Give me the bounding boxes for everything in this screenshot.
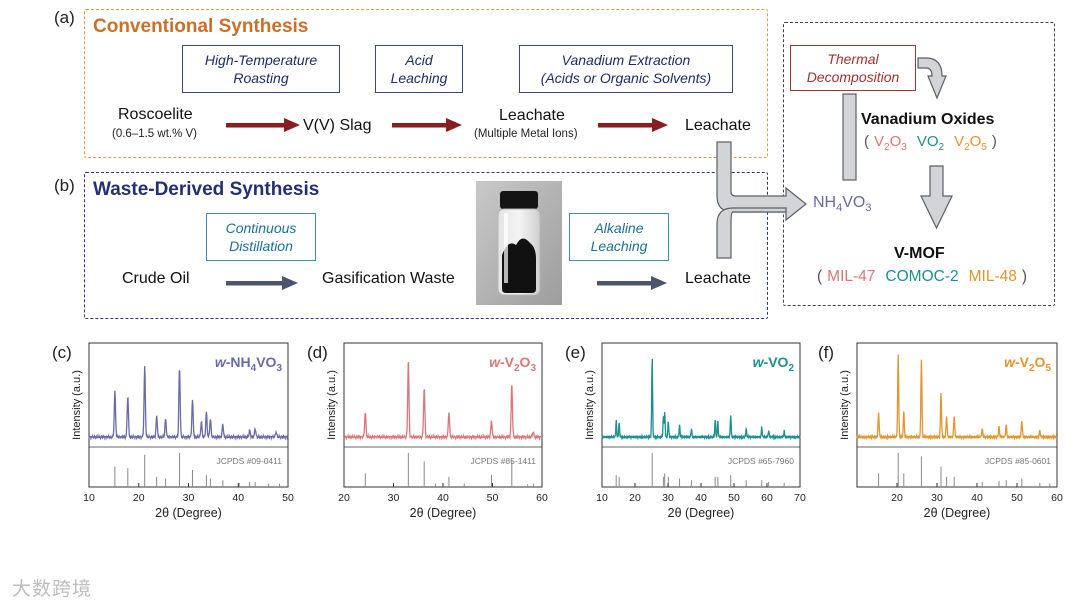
reference-label: JCPDS #09-0411 bbox=[216, 456, 282, 466]
waste-title: Waste-Derived Synthesis bbox=[93, 179, 320, 200]
node-nh4vo3: NH4VO3 bbox=[813, 194, 872, 215]
x-tick-label: 20 bbox=[133, 492, 145, 504]
panel-label-f: (f) bbox=[818, 343, 835, 362]
x-tick-label: 40 bbox=[232, 492, 244, 504]
flow-arrows bbox=[226, 57, 953, 290]
step-alkaline-leaching: Alkaline Leaching bbox=[569, 213, 669, 261]
node-roscoelite: Roscoelite bbox=[118, 106, 193, 123]
x-tick-label: 70 bbox=[794, 492, 806, 504]
oxide-2: V2O5 bbox=[954, 133, 987, 153]
reference-label: JCPDS #85-1411 bbox=[470, 456, 536, 466]
x-tick-label: 40 bbox=[695, 492, 707, 504]
chart-title: w-V2O5 bbox=[1004, 354, 1051, 374]
y-axis-label: Intensity (a.u.) bbox=[839, 370, 851, 440]
chart-title: w-NH4VO3 bbox=[215, 354, 283, 374]
y-axis-label: Intensity (a.u.) bbox=[584, 370, 596, 440]
mof-1: COMOC-2 bbox=[885, 268, 959, 285]
node-leachate-1: Leachate bbox=[499, 107, 565, 124]
node-crude-oil: Crude Oil bbox=[122, 270, 190, 287]
chart-title: w-VO2 bbox=[753, 354, 795, 374]
x-tick-label: 20 bbox=[629, 492, 641, 504]
xrd-pattern-line bbox=[343, 361, 543, 442]
x-axis-label: 2θ (Degree) bbox=[155, 506, 222, 520]
products-box bbox=[783, 22, 1055, 306]
x-axis-label: 2θ (Degree) bbox=[924, 506, 991, 520]
x-tick-label: 60 bbox=[761, 492, 773, 504]
step-acid-leaching: Acid Leaching bbox=[375, 45, 463, 93]
x-tick-label: 50 bbox=[487, 492, 499, 504]
x-tick-label: 10 bbox=[83, 492, 95, 504]
panel-label-e: (e) bbox=[565, 343, 586, 362]
node-leachate-2: Leachate bbox=[685, 117, 751, 134]
mof-2: MIL-48 bbox=[968, 268, 1017, 285]
node-vanadium-oxides: Vanadium Oxides bbox=[861, 111, 995, 128]
node-v-mof: V-MOF bbox=[894, 245, 945, 262]
merge-arrows bbox=[716, 57, 953, 259]
x-tick-label: 30 bbox=[931, 492, 943, 504]
node-leachate-3: Leachate bbox=[685, 270, 751, 287]
x-tick-label: 50 bbox=[282, 492, 294, 504]
oxide-1: VO2 bbox=[916, 133, 945, 153]
reference-label: JCPDS #65-7960 bbox=[728, 456, 794, 466]
panel-label-b: (b) bbox=[54, 176, 75, 195]
panel-label-d: (d) bbox=[307, 343, 328, 362]
xrd-chart-2: 10 20 30 40 50 60 70 2θ (Degree) Intensity (a.u.… bbox=[584, 342, 806, 520]
x-tick-label: 60 bbox=[1051, 492, 1063, 504]
reference-label: JCPDS #85-0601 bbox=[985, 456, 1051, 466]
vial-photo bbox=[476, 181, 562, 305]
red-arrows bbox=[226, 118, 668, 132]
panel-label-a: (a) bbox=[54, 8, 75, 27]
x-tick-label: 10 bbox=[596, 492, 608, 504]
waste-synthesis-box bbox=[84, 172, 768, 319]
chart-title: w-V2O3 bbox=[489, 354, 536, 374]
mof-0: MIL-47 bbox=[827, 268, 876, 285]
leachate-note: (Multiple Metal Ions) bbox=[474, 128, 578, 140]
chart-frame bbox=[856, 342, 1058, 488]
slate-arrows bbox=[226, 276, 667, 290]
x-tick-label: 60 bbox=[536, 492, 548, 504]
x-tick-label: 20 bbox=[891, 492, 903, 504]
xrd-chart-0: 10 20 30 40 50 2θ (Degree) Intensity (a.u.) JCP… bbox=[71, 342, 294, 520]
y-axis-label: Intensity (a.u.) bbox=[326, 370, 338, 440]
x-tick-label: 40 bbox=[971, 492, 983, 504]
panel-label-c: (c) bbox=[52, 343, 72, 362]
x-tick-label: 20 bbox=[338, 492, 350, 504]
x-tick-label: 50 bbox=[728, 492, 740, 504]
step-distillation: Continuous Distillation bbox=[206, 213, 316, 261]
node-gasification-waste: Gasification Waste bbox=[322, 270, 455, 287]
step-vanadium-extraction: Vanadium Extraction (Acids or Organic So… bbox=[519, 45, 733, 93]
oxide-0: V2O3 bbox=[874, 133, 907, 153]
x-axis-label: 2θ (Degree) bbox=[668, 506, 735, 520]
xrd-pattern-line bbox=[601, 358, 801, 441]
xrd-chart-1: 20 30 40 50 60 2θ (Degree) Intensity (a.u.) JCP… bbox=[326, 342, 548, 520]
node-vv-slag: V(V) Slag bbox=[303, 117, 372, 134]
x-tick-label: 30 bbox=[662, 492, 674, 504]
x-tick-label: 30 bbox=[183, 492, 195, 504]
x-tick-label: 50 bbox=[1011, 492, 1023, 504]
x-tick-label: 30 bbox=[388, 492, 400, 504]
roscoelite-note: (0.6–1.5 wt.% V) bbox=[112, 128, 198, 140]
xrd-pattern-line bbox=[856, 354, 1058, 441]
xrd-chart-3: 20 30 40 50 60 2θ (Degree) Intensity (a.u.) JCP… bbox=[839, 342, 1063, 520]
y-axis-label: Intensity (a.u.) bbox=[71, 370, 83, 440]
conventional-synthesis-box bbox=[84, 9, 768, 158]
watermark: 大数跨境 bbox=[12, 579, 93, 600]
xrd-charts: 10 20 30 40 50 2θ (Degree) Intensity (a.u.) JCP… bbox=[71, 342, 1063, 520]
conventional-title: Conventional Synthesis bbox=[93, 16, 309, 37]
xrd-pattern-line bbox=[88, 366, 289, 441]
step-roasting: High-Temperature Roasting bbox=[182, 45, 340, 93]
step-thermal-decomposition: Thermal Decomposition bbox=[790, 45, 916, 91]
x-tick-label: 40 bbox=[437, 492, 449, 504]
x-axis-label: 2θ (Degree) bbox=[410, 506, 477, 520]
